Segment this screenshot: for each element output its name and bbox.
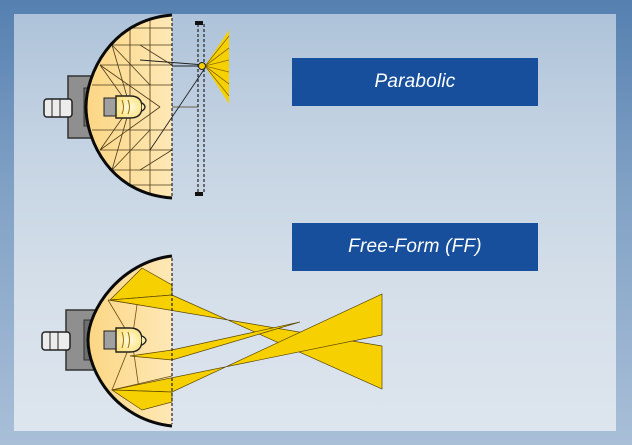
parabolic-plug bbox=[43, 98, 73, 118]
freeform-diagram bbox=[41, 254, 383, 428]
freeform-plug bbox=[41, 331, 71, 351]
freeform-bulb bbox=[103, 327, 147, 353]
parabolic-ray-lines bbox=[92, 20, 198, 195]
parabolic-bulb bbox=[103, 95, 146, 119]
freeform-reflector-outline bbox=[86, 254, 173, 428]
parabolic-diagram bbox=[43, 13, 230, 200]
parabolic-reflector-outline bbox=[84, 13, 173, 200]
parabolic-label: Parabolic bbox=[292, 58, 538, 106]
freeform-label: Free-Form (FF) bbox=[292, 223, 538, 271]
parabolic-light-fan bbox=[198, 30, 230, 104]
